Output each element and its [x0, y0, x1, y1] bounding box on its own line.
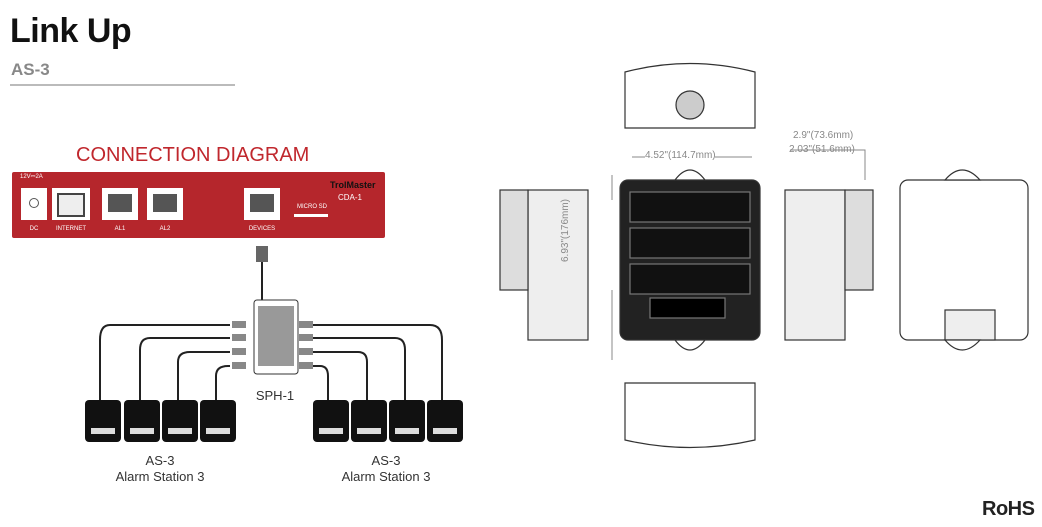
- divider: [10, 84, 235, 86]
- al1-label: AL1: [114, 226, 126, 232]
- cda-1-controller: 12V⎓2A DC INTERNET AL1 AL2 DEVICES MICRO…: [12, 172, 385, 238]
- body-depth-dimension: 2.03"(51.6mm): [789, 144, 855, 155]
- dc-port: [21, 188, 47, 220]
- microsd-slot: [294, 214, 328, 217]
- al2-port: [147, 188, 183, 220]
- right-group-desc: Alarm Station 3: [341, 469, 431, 484]
- dc-label: DC: [29, 226, 39, 232]
- power-label: 12V⎓2A: [20, 174, 43, 180]
- back-view: [899, 169, 1029, 351]
- total-depth-dimension: 2.9"(73.6mm): [793, 130, 854, 141]
- page-title: Link Up: [10, 12, 132, 50]
- al1-port: [102, 188, 138, 220]
- left-group-name: AS-3: [145, 453, 175, 468]
- width-dimension: 4.52"(114.7mm): [645, 150, 716, 161]
- devices-port: [244, 188, 280, 220]
- rohs-mark: RoHS: [982, 498, 1035, 520]
- model-label: CDA-1: [338, 193, 363, 202]
- cable-plug: [256, 246, 268, 262]
- bottom-view: [624, 382, 756, 449]
- internet-label: INTERNET: [56, 226, 86, 232]
- brand-logo: TrolMaster: [330, 180, 376, 190]
- height-dimension: 6.93"(176mm): [560, 198, 571, 262]
- devices-label: DEVICES: [248, 226, 276, 232]
- hub-label: SPH-1: [255, 388, 295, 403]
- model-subtitle: AS-3: [11, 60, 50, 79]
- microsd-label: MICRO SD: [297, 204, 327, 210]
- alarm-stations: [85, 400, 463, 442]
- left-group-desc: Alarm Station 3: [115, 469, 205, 484]
- internet-port: [52, 188, 90, 220]
- top-view: [624, 62, 756, 129]
- right-group-name: AS-3: [371, 453, 401, 468]
- front-view: [499, 169, 874, 351]
- al2-label: AL2: [159, 226, 171, 232]
- diagram-title: CONNECTION DIAGRAM: [76, 144, 310, 166]
